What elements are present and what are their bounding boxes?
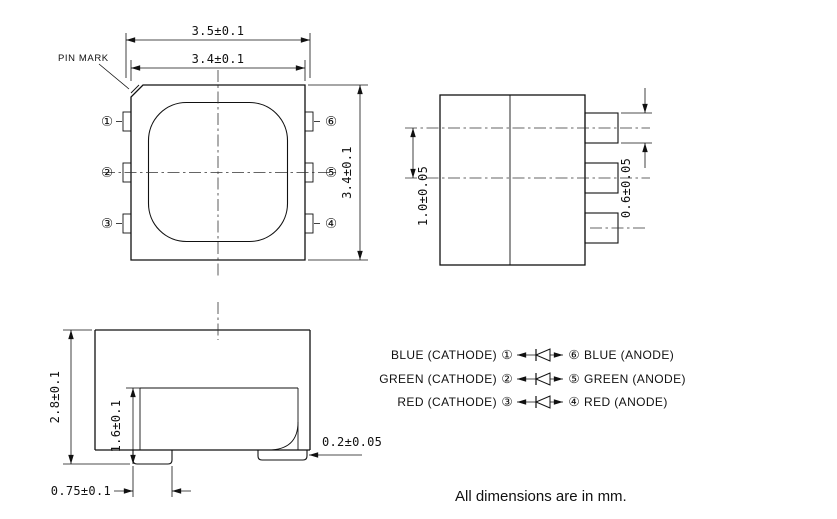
blue-cathode-pin: ① — [501, 347, 512, 362]
pin-5-label: ⑤ — [325, 165, 337, 181]
dim-body-height: 3.4±0.1 — [308, 84, 368, 261]
dim-outer-width: 3.5±0.1 — [125, 24, 311, 78]
circuit-row-blue: BLUE (CATHODE) ① ⑥ BLUE (ANODE) — [391, 347, 674, 362]
side-view-body — [439, 94, 586, 266]
dim-lead-pitch-text: 1.0±0.05 — [416, 166, 430, 226]
dim-lead-width: 0.6±0.05 — [619, 88, 652, 218]
red-cathode-label: RED (CATHODE) — [397, 395, 497, 409]
green-anode-label: GREEN (ANODE) — [584, 372, 686, 386]
green-led-symbol — [517, 372, 563, 386]
dim-lead-width-text: 0.6±0.05 — [619, 158, 633, 218]
pin-6-label: ⑥ — [325, 114, 337, 130]
green-cathode-pin: ② — [501, 371, 512, 386]
circuit-row-green: GREEN (CATHODE) ② ⑤ GREEN (ANODE) — [379, 371, 686, 386]
red-anode-label: RED (ANODE) — [584, 395, 668, 409]
dim-body-height-text: 3.4±0.1 — [340, 146, 354, 199]
dim-lead-foot: 0.75±0.1 — [51, 466, 191, 498]
top-view-center-lines — [103, 70, 338, 276]
dim-lead-thickness-text: 0.2±0.05 — [322, 435, 382, 449]
dim-body-width-text: 3.4±0.1 — [192, 52, 245, 66]
circuit-diagram: BLUE (CATHODE) ① ⑥ BLUE (ANODE) GREEN (C… — [379, 347, 686, 409]
red-anode-pin: ④ — [568, 394, 579, 409]
pin-2-label: ② — [101, 165, 113, 181]
front-view: 2.8±0.1 1.6±0.1 0.75±0.1 0.2±0.05 — [48, 302, 382, 498]
pin-number-leaders — [116, 121, 320, 224]
green-anode-pin: ⑤ — [568, 371, 579, 386]
pin-mark-leader-line — [98, 63, 130, 90]
dim-inner-height: 1.6±0.1 — [109, 387, 140, 464]
dimensions-note: All dimensions are in mm. — [455, 488, 627, 505]
dim-outer-width-text: 3.5±0.1 — [192, 24, 245, 38]
side-view: 1.0±0.05 0.6±0.05 — [405, 88, 652, 266]
dim-body-width: 3.4±0.1 — [130, 52, 306, 81]
pin-mark-label: PIN MARK — [58, 53, 109, 64]
dim-inner-height-text: 1.6±0.1 — [109, 400, 123, 453]
lead-bend-arc — [267, 421, 299, 451]
circuit-row-red: RED (CATHODE) ③ ④ RED (ANODE) — [397, 394, 667, 409]
side-view-center-lines — [405, 127, 650, 229]
red-led-symbol — [517, 395, 563, 409]
red-cathode-pin: ③ — [501, 394, 512, 409]
front-view-cavity — [139, 387, 299, 451]
blue-anode-label: BLUE (ANODE) — [584, 348, 674, 362]
dim-lead-thickness: 0.2±0.05 — [309, 435, 382, 458]
front-view-body — [94, 329, 311, 451]
pin-1-label: ① — [101, 114, 113, 130]
dim-total-height-text: 2.8±0.1 — [48, 371, 62, 424]
top-view: ① ② ③ ⑥ ⑤ ④ PIN MARK 3.5±0.1 3.4±0.1 3.4… — [58, 24, 368, 276]
pin-mark-chamfer-line — [130, 84, 140, 94]
green-cathode-label: GREEN (CATHODE) — [379, 372, 497, 386]
blue-anode-pin: ⑥ — [568, 347, 579, 362]
pin-3-label: ③ — [101, 216, 113, 232]
dim-lead-pitch: 1.0±0.05 — [410, 128, 430, 226]
blue-led-symbol — [517, 348, 563, 362]
pin-4-label: ④ — [325, 216, 337, 232]
dim-lead-foot-text: 0.75±0.1 — [51, 484, 111, 498]
dim-total-height: 2.8±0.1 — [48, 329, 130, 465]
front-view-lead-feet — [132, 450, 308, 465]
blue-cathode-label: BLUE (CATHODE) — [391, 348, 497, 362]
